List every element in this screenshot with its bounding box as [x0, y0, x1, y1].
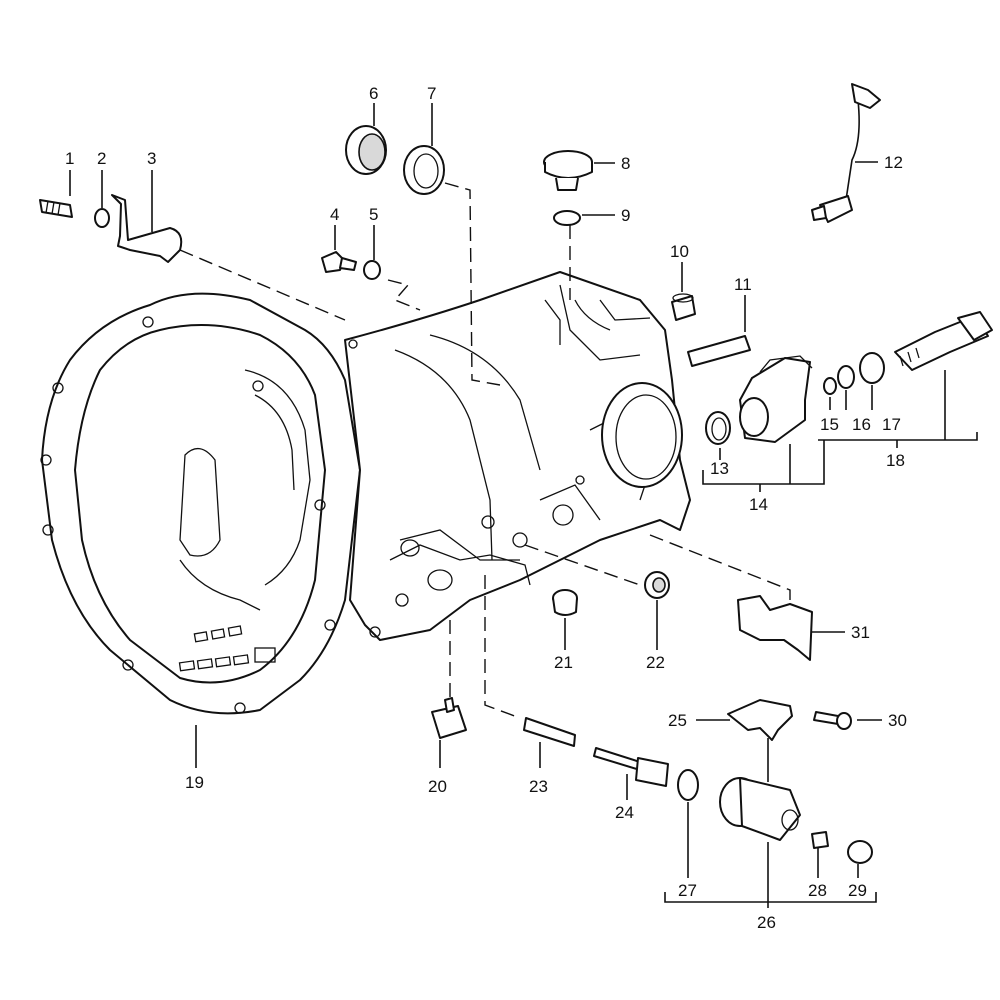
- part-6-seal: [345, 125, 387, 175]
- label-10: 10: [670, 242, 689, 261]
- part-7-seal-ring: [403, 145, 445, 195]
- part-24-shaft: [593, 747, 669, 787]
- label-12: 12: [884, 153, 903, 172]
- transmission-housing: [40, 271, 691, 715]
- part-13-ring: [705, 411, 731, 445]
- part-11-pin: [687, 335, 751, 367]
- label-23: 23: [529, 777, 548, 796]
- label-28: 28: [808, 881, 827, 900]
- label-18: 18: [886, 451, 905, 470]
- label-2: 2: [97, 149, 106, 168]
- label-13: 13: [710, 459, 729, 478]
- part-14-solenoid: [739, 355, 813, 443]
- part-26-assembly: [719, 777, 801, 841]
- part-9-o-ring: [553, 210, 581, 226]
- label-26: 26: [757, 913, 776, 932]
- part-10-pin: [671, 293, 696, 321]
- label-31: 31: [851, 623, 870, 642]
- part-16-ring: [837, 365, 855, 389]
- part-17-ring: [859, 352, 885, 384]
- part-28-clip: [811, 831, 829, 849]
- part-1-stud: [39, 199, 73, 218]
- part-25-plate: [727, 699, 793, 741]
- part-12-sensor: [811, 83, 881, 223]
- part-15-washer: [823, 377, 837, 395]
- part-31-bracket: [737, 595, 813, 661]
- label-20: 20: [428, 777, 447, 796]
- part-22-sleeve: [644, 571, 670, 599]
- label-4: 4: [330, 205, 339, 224]
- label-21: 21: [554, 653, 573, 672]
- label-11: 11: [734, 275, 752, 294]
- assembly-lines: [179, 182, 791, 719]
- part-20-switch: [431, 697, 467, 739]
- label-3: 3: [147, 149, 156, 168]
- label-5: 5: [369, 205, 378, 224]
- label-27: 27: [678, 881, 697, 900]
- part-3-bracket: [111, 194, 183, 263]
- part-8-cap: [543, 150, 593, 191]
- label-17: 17: [882, 415, 901, 434]
- label-19: 19: [185, 773, 204, 792]
- label-15: 15: [820, 415, 839, 434]
- label-16: 16: [852, 415, 871, 434]
- part-30-bolt: [813, 711, 852, 730]
- label-9: 9: [621, 206, 630, 225]
- part-18-plug: [894, 311, 993, 371]
- part-29-cap: [847, 840, 873, 864]
- label-6: 6: [369, 84, 378, 103]
- label-14: 14: [749, 495, 768, 514]
- part-27-ring: [677, 769, 699, 801]
- part-2-washer: [94, 208, 110, 228]
- label-24: 24: [615, 803, 634, 822]
- part-labels: 1 2 3 4 5 6 7 8 9 10 11 12 13 14 15 16 1…: [65, 84, 907, 932]
- leader-lines: [69, 103, 978, 908]
- label-25: 25: [668, 711, 687, 730]
- label-30: 30: [888, 711, 907, 730]
- part-23-connector: [523, 717, 576, 747]
- part-5-nut: [363, 260, 381, 280]
- part-21-bushing: [552, 589, 578, 616]
- label-1: 1: [65, 149, 74, 168]
- label-7: 7: [427, 84, 436, 103]
- label-8: 8: [621, 154, 630, 173]
- label-22: 22: [646, 653, 665, 672]
- part-4-bolt: [321, 251, 357, 273]
- label-29: 29: [848, 881, 867, 900]
